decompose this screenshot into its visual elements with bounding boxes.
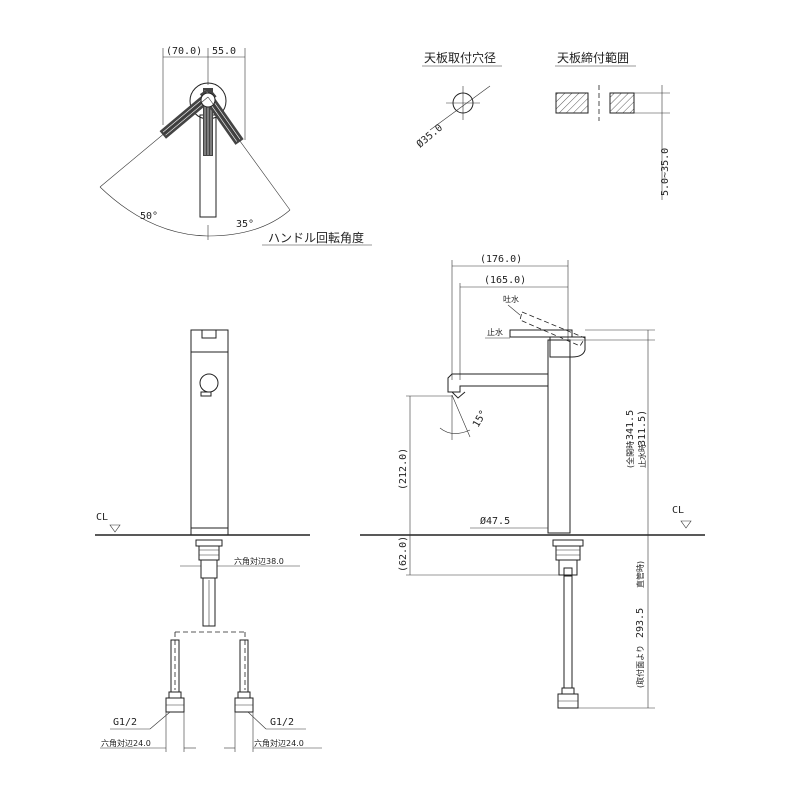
dim-clamp-range: 5.0~35.0 [660, 148, 671, 196]
front-view: CL 六角対辺38.0 G1/2 G1/2 [95, 329, 322, 752]
angle-35: 35° [236, 219, 254, 230]
caption-hole: 天板取付穴径 [424, 50, 496, 65]
height-full-prefix: (全開時 [625, 441, 635, 468]
dim-212: (212.0) [398, 448, 409, 490]
height-full: 341.5 [625, 410, 636, 440]
dim-47: Ø47.5 [480, 515, 510, 527]
dim-hex-38: 六角対辺38.0 [234, 556, 284, 566]
cl-label-front: CL [96, 512, 108, 523]
cl-label-side: CL [672, 505, 684, 516]
dim-62: (62.0) [398, 536, 409, 572]
label-spout-off: 止水 [487, 327, 503, 337]
dim-55: 55.0 [212, 46, 236, 57]
top-view: (70.0) 55.0 50° 35° ハンドル回転角 [99, 46, 372, 246]
side-view: (176.0) (165.0) 吐水 止水 15° CL (212.0) [360, 254, 705, 709]
clamp-detail: 天板締付範囲 5.0~35.0 [555, 50, 671, 200]
dim-hole-diameter: Ø35.0 [414, 122, 445, 151]
label-spout-on: 吐水 [503, 294, 519, 304]
angle-15: 15° [471, 408, 490, 429]
pipe-length: 293.5 [635, 608, 646, 638]
height-stop: 311.5) [637, 410, 648, 446]
angle-50: 50° [140, 211, 158, 222]
dim-hex-24-left: 六角対辺24.0 [101, 738, 151, 748]
dim-176: (176.0) [480, 254, 522, 265]
hole-detail: 天板取付穴径 Ø35.0 [414, 50, 502, 150]
caption-handle-rotation: ハンドル回転角度 [268, 230, 364, 245]
height-stop-prefix: 止水時 [637, 444, 647, 468]
pipe-suffix: 直管時) [635, 561, 645, 588]
pipe-prefix: (取付面より [635, 645, 645, 688]
caption-clamp: 天板締付範囲 [557, 50, 629, 65]
dim-hex-24-right: 六角対辺24.0 [254, 738, 304, 748]
thread-left: G1/2 [113, 717, 137, 728]
dim-165: (165.0) [484, 275, 526, 286]
thread-right: G1/2 [270, 717, 294, 728]
dim-70: (70.0) [166, 46, 202, 57]
